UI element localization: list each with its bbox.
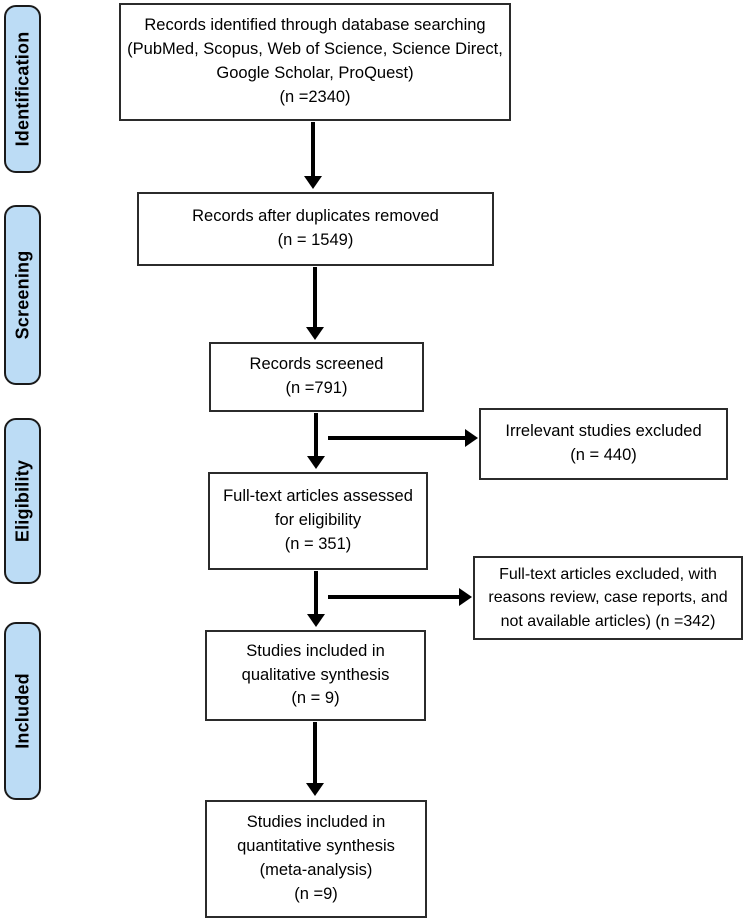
- stage-tab-eligibility: Eligibility: [4, 418, 41, 584]
- stage-tab-eligibility-label: Eligibility: [12, 459, 32, 543]
- box-records-identified-line-2: (PubMed, Scopus, Web of Science, Science…: [127, 40, 503, 59]
- box-records-identified-line-1: Records identified through database sear…: [144, 16, 486, 35]
- box-studies-qualitative-count: (n = 9): [291, 689, 340, 708]
- connector-fulltext-to-qualitative-stem: [314, 571, 318, 615]
- stage-tab-identification-label: Identification: [12, 31, 32, 147]
- stage-tab-screening-label: Screening: [12, 250, 32, 340]
- connector-qualitative-to-quantitative-arrowhead: [306, 783, 324, 796]
- connector-fulltext-to-excluded-stem: [328, 595, 460, 599]
- box-records-after-duplicates-count: (n = 1549): [277, 231, 354, 249]
- box-fulltext-excluded-count: not available articles) (n =342): [500, 612, 716, 630]
- box-fulltext-assessed-count: (n = 351): [284, 534, 352, 553]
- box-fulltext-assessed-line-1: Full-text articles assessed: [223, 487, 413, 506]
- box-records-after-duplicates: Records after duplicates removed (n = 15…: [137, 192, 494, 266]
- connector-fulltext-to-qualitative-arrowhead: [307, 614, 325, 627]
- box-fulltext-assessed: Full-text articles assessed for eligibil…: [208, 472, 428, 570]
- connector-screened-to-irrelevant-stem: [328, 436, 466, 440]
- box-fulltext-assessed-line-2: for eligibility: [274, 511, 362, 530]
- box-studies-quantitative-line-3: (meta-analysis): [259, 861, 373, 879]
- box-studies-quantitative-line-1: Studies included in: [246, 813, 386, 832]
- connector-screened-to-fulltext-arrowhead: [307, 456, 325, 469]
- box-irrelevant-studies-excluded-count: (n = 440): [570, 446, 637, 464]
- box-records-after-duplicates-line-1: Records after duplicates removed: [192, 207, 439, 226]
- stage-tab-screening: Screening: [4, 205, 41, 385]
- connector-duplicates-to-screened-arrowhead: [306, 327, 324, 340]
- connector-fulltext-to-excluded-arrowhead: [459, 588, 472, 606]
- connector-screened-to-irrelevant-arrowhead: [465, 429, 478, 447]
- connector-duplicates-to-screened-stem: [313, 267, 317, 328]
- box-fulltext-excluded-line-1: Full-text articles excluded, with: [499, 566, 717, 584]
- box-fulltext-excluded-line-2: reasons review, case reports, and: [488, 589, 728, 607]
- box-fulltext-excluded: Full-text articles excluded, with reason…: [473, 556, 743, 640]
- connector-identified-to-duplicates-stem: [311, 122, 315, 177]
- connector-identified-to-duplicates-arrowhead: [304, 176, 322, 189]
- stage-tab-identification: Identification: [4, 5, 41, 173]
- box-records-screened: Records screened (n =791): [209, 342, 424, 412]
- box-records-identified: Records identified through database sear…: [119, 3, 511, 121]
- box-studies-qualitative-line-2: qualitative synthesis: [241, 665, 390, 684]
- box-studies-qualitative-line-1: Studies included in: [246, 641, 385, 660]
- box-records-screened-count: (n =791): [285, 379, 348, 397]
- box-irrelevant-studies-excluded-line-1: Irrelevant studies excluded: [505, 422, 702, 441]
- box-records-screened-line-1: Records screened: [249, 355, 384, 374]
- connector-screened-to-fulltext-stem: [314, 413, 318, 457]
- box-studies-quantitative-count: (n =9): [294, 884, 338, 903]
- box-studies-quantitative: Studies included in quantitative synthes…: [205, 800, 427, 918]
- box-irrelevant-studies-excluded: Irrelevant studies excluded (n = 440): [479, 408, 728, 480]
- connector-qualitative-to-quantitative-stem: [313, 722, 317, 784]
- box-studies-qualitative: Studies included in qualitative synthesi…: [205, 630, 426, 721]
- box-records-identified-count: (n =2340): [279, 87, 351, 106]
- box-studies-quantitative-line-2: quantitative synthesis: [237, 837, 395, 856]
- stage-tab-included-label: Included: [12, 673, 32, 749]
- stage-tab-included: Included: [4, 622, 41, 800]
- box-records-identified-line-3: Google Scholar, ProQuest): [216, 64, 414, 82]
